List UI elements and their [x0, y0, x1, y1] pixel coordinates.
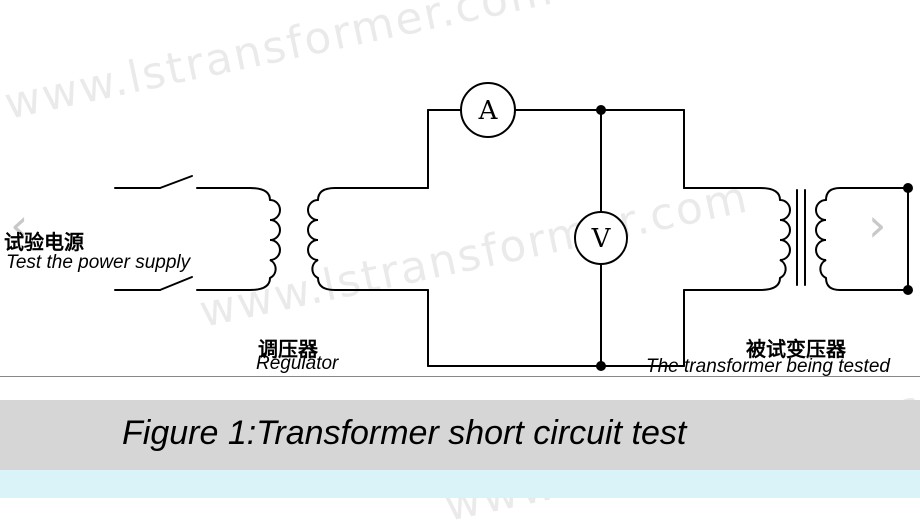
power-supply-label-cn: 试验电源	[4, 230, 84, 254]
power-supply-label-en: Test the power supply	[6, 252, 191, 273]
regulator-primary-coil	[269, 199, 281, 279]
ammeter-circle	[460, 82, 516, 138]
regulator-top-lead	[249, 187, 271, 201]
short-circuit-top-lead	[825, 187, 909, 201]
tested-primary-bottom-lead	[683, 277, 781, 291]
figure-caption: Figure 1:Transformer short circuit test	[122, 414, 687, 452]
regulator-secondary-coil	[307, 199, 319, 279]
switch-bottom-blade	[159, 276, 193, 291]
junction-dot-top	[596, 105, 606, 115]
junction-dot-bottom	[596, 361, 606, 371]
tested-primary-top-lead	[683, 187, 781, 201]
regulator-secondary-top-lead	[317, 187, 429, 201]
regulator-label-en: Regulator	[256, 353, 339, 374]
divider-line	[0, 376, 920, 377]
caption-bar: Figure 1:Transformer short circuit test	[0, 400, 920, 470]
tested-primary-coil	[779, 199, 791, 279]
bottom-strip	[0, 470, 920, 498]
terminal-dot-top	[903, 183, 913, 193]
regulator-secondary-bottom-lead	[317, 277, 429, 291]
terminal-dot-bottom	[903, 285, 913, 295]
voltmeter-circle	[574, 211, 628, 265]
regulator-bottom-lead	[249, 277, 271, 291]
regulator-label-cn: 调压器	[258, 337, 318, 361]
next-arrow-icon[interactable]: ›	[868, 198, 887, 252]
switch-top-blade	[159, 175, 193, 189]
tested-transformer-label-en: The transformer being tested	[646, 356, 890, 377]
circuit-diagram: A V	[114, 82, 913, 371]
voltmeter-symbol: V	[591, 224, 612, 254]
prev-arrow-icon[interactable]: ‹	[10, 198, 29, 252]
short-circuit-bottom-lead	[825, 277, 909, 291]
ammeter-symbol: A	[478, 96, 499, 126]
tested-secondary-coil	[815, 199, 827, 279]
tested-transformer-label-cn: 被试变压器	[746, 337, 846, 361]
